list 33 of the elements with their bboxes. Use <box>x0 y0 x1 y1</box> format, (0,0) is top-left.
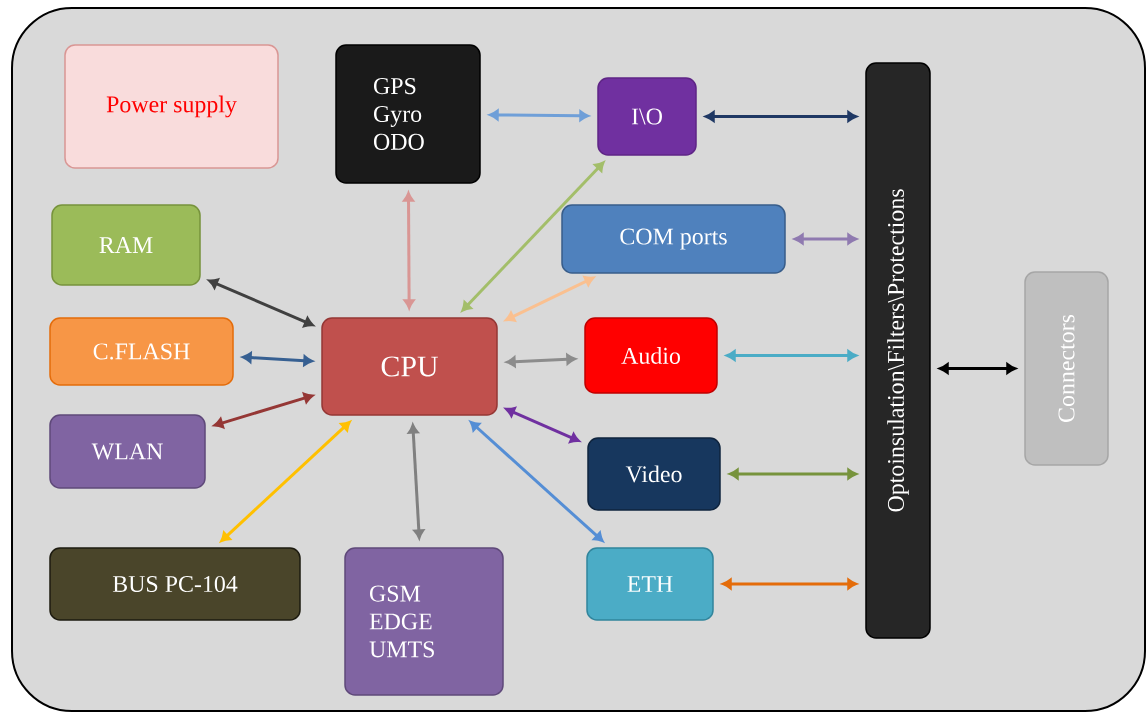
double-arrow <box>938 363 1017 374</box>
module-box: Audio <box>584 317 718 394</box>
module-box: I\O <box>597 77 697 156</box>
connector-box: Connectors <box>1024 271 1109 466</box>
double-arrow <box>220 420 351 543</box>
double-arrow <box>704 111 858 122</box>
module-box: GSM EDGE UMTS <box>344 547 504 696</box>
double-arrow <box>504 276 595 322</box>
double-arrow <box>403 191 415 310</box>
module-box: Power supply <box>64 44 279 169</box>
module-box: RAM <box>51 204 201 286</box>
double-arrow <box>505 406 580 443</box>
double-arrow <box>407 423 425 540</box>
double-arrow <box>505 353 577 368</box>
module-box: WLAN <box>49 414 206 489</box>
double-arrow <box>721 578 858 590</box>
double-arrow <box>461 161 605 312</box>
module-box: BUS PC-104 <box>49 547 301 621</box>
double-arrow <box>793 233 858 245</box>
cpu-box: CPU <box>321 317 498 416</box>
double-arrow <box>728 468 858 480</box>
double-arrow <box>469 420 604 543</box>
module-box: Video <box>587 437 721 511</box>
vertical-bar: Optoinsulation\Filters\Protections <box>865 62 931 639</box>
double-arrow <box>488 109 590 122</box>
module-box: GPS Gyro ODO <box>335 44 481 184</box>
double-arrow <box>725 350 858 361</box>
module-box: C.FLASH <box>49 317 234 386</box>
double-arrow <box>241 352 314 367</box>
module-box: ETH <box>586 547 714 621</box>
double-arrow <box>213 392 314 429</box>
double-arrow <box>208 278 314 328</box>
module-box: COM ports <box>561 204 786 274</box>
